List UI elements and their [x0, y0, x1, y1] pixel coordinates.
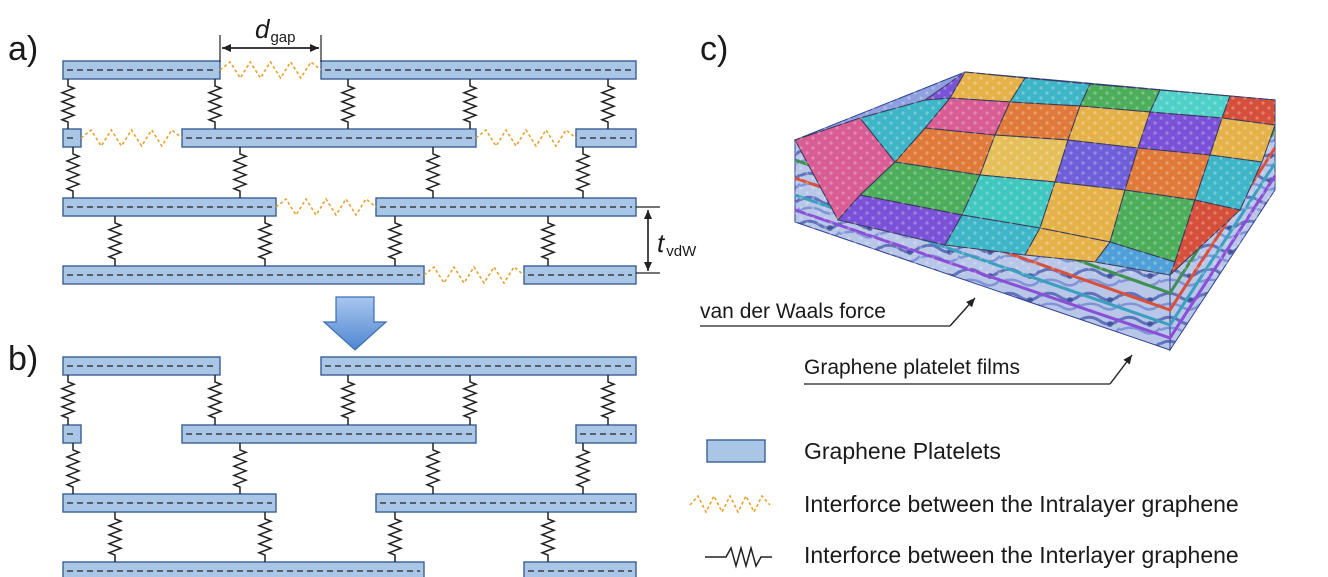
- interlayer-spring: [206, 79, 224, 129]
- interlayer-spring: [231, 147, 249, 198]
- interlayer-spring: [424, 147, 442, 198]
- panel-a-label: a): [8, 30, 38, 68]
- vdw-symbol-t: t: [657, 228, 666, 258]
- transition-arrow: [322, 296, 388, 351]
- interlayer-spring: [461, 375, 479, 425]
- interlayer-spring: [59, 79, 77, 129]
- interlayer-spring: [64, 147, 82, 198]
- intralayer-wave: [80, 128, 183, 148]
- panel-b-label: b): [8, 340, 38, 378]
- gap-symbol-d: d: [255, 14, 271, 44]
- interlayer-spring: [386, 512, 404, 562]
- graphene-platelet: [62, 561, 425, 577]
- legend-dashed-wave-icon: [689, 494, 771, 514]
- interlayer-spring: [574, 443, 592, 494]
- interlayer-spring: [574, 147, 592, 198]
- legend-label-interlayer: Interforce between the Interlayer graphe…: [804, 542, 1239, 568]
- interlayer-spring: [599, 79, 617, 129]
- panel-b-diagram: [59, 356, 637, 577]
- callout-films-text: Graphene platelet films: [804, 356, 1020, 379]
- legend-label-platelets: Graphene Platelets: [804, 438, 1001, 464]
- interlayer-spring: [64, 443, 82, 494]
- interlayer-spring: [461, 79, 479, 129]
- legend-spring-icon: [705, 545, 772, 569]
- interlayer-spring: [256, 216, 274, 266]
- interlayer-spring: [256, 512, 274, 562]
- interlayer-spring: [231, 443, 249, 494]
- interlayer-spring: [539, 512, 557, 562]
- intralayer-wave: [219, 60, 322, 80]
- panel-a-diagram: [59, 60, 637, 285]
- interlayer-spring: [59, 375, 77, 425]
- interlayer-spring: [424, 443, 442, 494]
- callout-vdw: van der Waals force: [700, 297, 976, 327]
- legend: Graphene Platelets Interforce between th…: [689, 438, 1239, 569]
- graphene-platelet: [523, 561, 637, 577]
- legend-label-intralayer: Interforce between the Intralayer graphe…: [804, 491, 1239, 517]
- interlayer-spring: [599, 375, 617, 425]
- gap-symbol: dgap: [255, 14, 296, 46]
- interlayer-spring: [106, 512, 124, 562]
- interlayer-spring: [106, 216, 124, 266]
- panel-c-label: c): [700, 30, 728, 68]
- gap-subscript: gap: [270, 29, 295, 46]
- gap-dimension: dgap: [219, 14, 322, 62]
- interlayer-spring: [339, 79, 357, 129]
- vdw-subscript: vdW: [666, 243, 697, 260]
- interlayer-spring: [539, 216, 557, 266]
- legend-platelet-swatch: [706, 439, 766, 463]
- callout-films: Graphene platelet films: [804, 354, 1133, 385]
- interlayer-spring: [206, 375, 224, 425]
- interlayer-spring: [339, 375, 357, 425]
- callout-vdw-text: van der Waals force: [700, 300, 886, 323]
- intralayer-wave: [475, 128, 577, 148]
- interlayer-spring: [386, 216, 404, 266]
- intralayer-wave: [423, 265, 525, 285]
- intralayer-wave: [275, 197, 377, 217]
